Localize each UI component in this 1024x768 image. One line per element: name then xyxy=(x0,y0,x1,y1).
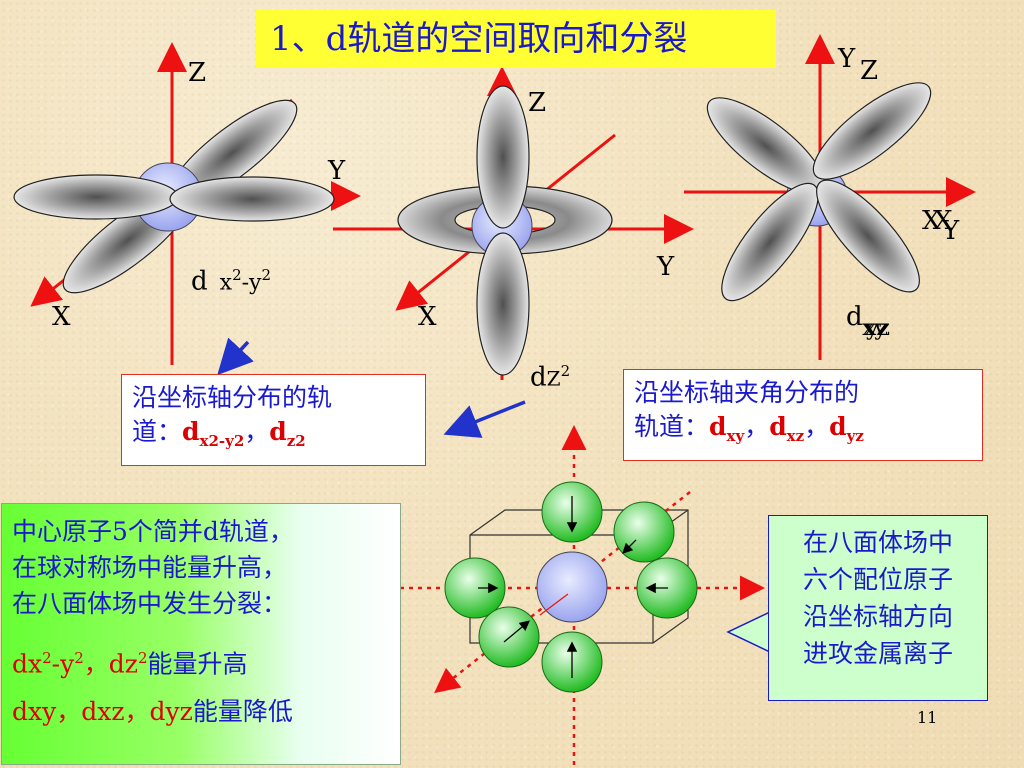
lobe xyxy=(816,179,920,293)
energy-rises-text: 能量升高 xyxy=(147,649,248,679)
lobe xyxy=(476,232,530,376)
orbital-d: d xyxy=(829,412,847,441)
dxy-text: dxy xyxy=(12,697,57,726)
sup-2: 2 xyxy=(42,649,52,667)
orbital-d: d xyxy=(182,417,200,446)
ligand-attack-callout: 在八面体场中 六个配位原子 沿坐标轴方向 进攻金属离子 xyxy=(768,515,988,701)
dxy-orbital xyxy=(684,34,976,360)
orbital-sub: xy xyxy=(726,427,745,445)
splitting-explanation-box: 中心原子5个简并d轨道， 在球对称场中能量升高， 在八面体场中发生分裂： dx2… xyxy=(1,503,401,765)
d1-axis-y-label: Y xyxy=(328,156,346,186)
pointer-arrow xyxy=(217,337,254,376)
orbital-sub: xz xyxy=(786,427,805,445)
d3-axis-x-label: X xyxy=(922,206,941,236)
sup-2: 2 xyxy=(560,362,571,380)
sub-z: Z xyxy=(546,366,561,391)
d3-axis-z-top-label: Z xyxy=(860,56,879,86)
d-letter: d xyxy=(191,266,208,297)
d2-orbital-label: dZ2 xyxy=(530,362,570,393)
d3-orbital-sub-yz: yz xyxy=(866,316,891,341)
d1-axis-z-label: Z xyxy=(188,58,207,88)
explanation-line-1: 中心原子5个简并d轨道， xyxy=(12,517,294,546)
d2-axis-y-label: Y xyxy=(657,252,675,282)
orbital-sub: z2 xyxy=(286,432,306,450)
separator: ， xyxy=(124,697,150,726)
sub-y: -y xyxy=(241,270,262,296)
orbital-d: d xyxy=(269,417,287,446)
separator: ， xyxy=(56,697,82,726)
d3-orbital-sub-xz: xz xyxy=(864,316,888,341)
separator: ， xyxy=(83,649,109,679)
box-line-1: 沿坐标轴分布的轨 xyxy=(132,383,333,412)
orbital-d: d xyxy=(769,412,787,441)
y-text: -y xyxy=(51,649,75,679)
orbital-sub: yz xyxy=(846,427,864,445)
lobe xyxy=(721,182,819,302)
lobe xyxy=(13,174,179,220)
d3-axis-y-top-label: Y xyxy=(838,44,856,74)
ligand-back-right xyxy=(613,501,675,563)
dx2y2-orbital xyxy=(13,42,361,365)
orbital-sub: x2-y2 xyxy=(199,432,245,450)
callout-line-2: 六个配位原子 xyxy=(802,565,953,594)
sup-2: 2 xyxy=(74,649,84,667)
callout-line-3: 沿坐标轴方向 xyxy=(802,602,953,631)
callout-pointer xyxy=(726,610,771,654)
separator: ， xyxy=(804,412,830,441)
d3-orbital-d-label: d xyxy=(846,302,863,332)
slide-title: 1、d轨道的空间取向和分裂 xyxy=(256,10,776,68)
dz2-orbital xyxy=(333,66,694,380)
box-line-2: 道：dx2-y2，dz2 xyxy=(132,415,425,458)
d3-axis-x-label: X xyxy=(934,206,953,236)
sub-x: x xyxy=(219,270,233,296)
dx-text: dx xyxy=(12,649,43,679)
callout-line-1: 在八面体场中 xyxy=(802,528,953,557)
separator: ， xyxy=(244,417,270,446)
d2-axis-z-label: Z xyxy=(528,88,547,118)
sup-2: 2 xyxy=(137,649,148,667)
box-line-2: 轨道：dxy，dxz，dyz xyxy=(634,410,982,453)
box-line-2-prefix: 道： xyxy=(132,417,183,446)
lobe xyxy=(812,82,932,180)
box-line-1: 沿坐标轴夹角分布的 xyxy=(634,378,860,407)
page-number: 11 xyxy=(917,708,938,727)
axial-orbitals-box: 沿坐标轴分布的轨 道：dx2-y2，dz2 xyxy=(121,374,426,466)
d3-axis-y-label: Y xyxy=(942,216,960,246)
callout-line-4: 进攻金属离子 xyxy=(802,639,953,668)
sup-2: 2 xyxy=(261,266,272,284)
dyz-text: dyz xyxy=(149,697,193,726)
inner-axis xyxy=(539,593,569,616)
lobe xyxy=(476,85,530,229)
attack-arrow xyxy=(622,539,637,554)
energy-lowers-text: 能量降低 xyxy=(192,697,293,726)
d-letter: d xyxy=(530,362,547,393)
octahedral-field xyxy=(400,425,765,765)
separator: ， xyxy=(744,412,770,441)
lobe xyxy=(169,176,335,222)
dxz-text: dxz xyxy=(81,697,125,726)
ligand-left xyxy=(444,557,506,619)
explanation-line-2: 在球对称场中能量升高， xyxy=(12,553,288,582)
d2-axis-x-label: X xyxy=(418,302,437,332)
orbital-d: d xyxy=(709,412,727,441)
diagonal-orbitals-box: 沿坐标轴夹角分布的 轨道：dxy，dxz，dyz xyxy=(623,369,983,461)
sup-2: 2 xyxy=(232,266,242,284)
d1-axis-x-label: X xyxy=(52,302,71,332)
d3-orbital-sub-xy: xy xyxy=(862,316,887,341)
explanation-line-5: dxy，dxz，dyz能量降低 xyxy=(12,694,400,730)
attack-arrow xyxy=(503,620,530,643)
dz-text: dz xyxy=(108,649,138,679)
explanation-line-4: dx2-y2，dz2能量升高 xyxy=(12,640,400,679)
metal-ion xyxy=(536,551,608,623)
box-line-2-prefix: 轨道： xyxy=(634,412,710,441)
pointer-arrow xyxy=(443,400,526,438)
explanation-line-3: 在八面体场中发生分裂： xyxy=(12,589,288,618)
